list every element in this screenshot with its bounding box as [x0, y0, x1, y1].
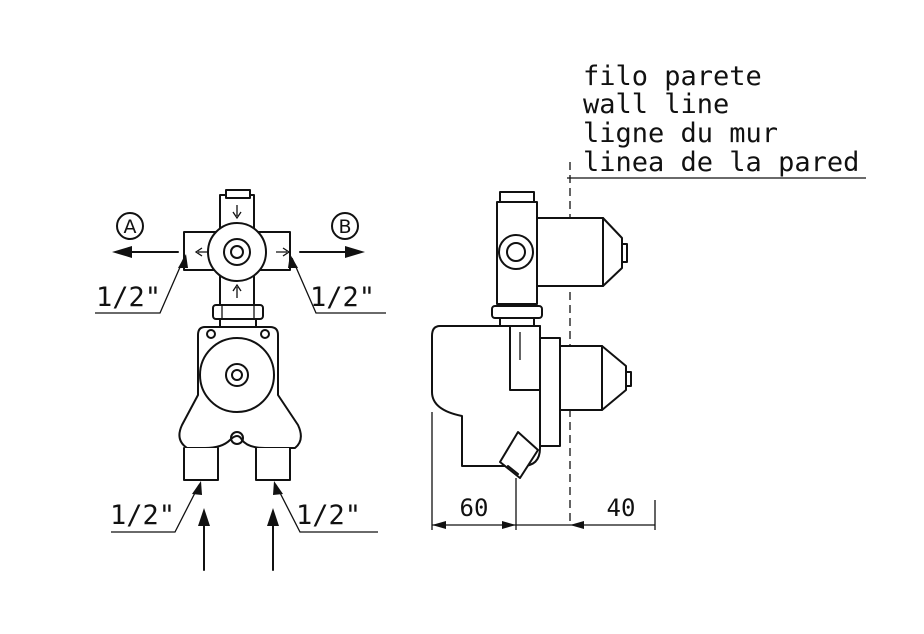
- coupling-nut: [212, 304, 264, 328]
- coupling-nut-side: [491, 305, 543, 327]
- wall-label-it: filo parete: [583, 61, 762, 92]
- mixer-body: [178, 326, 302, 481]
- dim-40-label: 40: [607, 494, 636, 522]
- outlet-size-leaders: 1/2" 1/2": [95, 254, 386, 314]
- inlet-size-leaders: 1/2" 1/2": [110, 481, 378, 571]
- front-view: A B 1/2" 1/2": [95, 189, 386, 571]
- wall-label-es: linea de la pared: [583, 147, 859, 178]
- outlet-right-size: 1/2": [310, 282, 375, 313]
- outlet-a-label: A: [124, 216, 137, 238]
- side-view: 60 40 filo parete wall line ligne du mur…: [431, 61, 866, 530]
- outlet-b-arrow: B: [299, 212, 365, 258]
- outlet-a-arrow: A: [112, 212, 179, 258]
- wall-label: filo parete wall line ligne du mur linea…: [583, 61, 859, 178]
- outlet-b-label: B: [338, 216, 351, 238]
- wall-label-fr: ligne du mur: [583, 118, 778, 149]
- inlet-right-size: 1/2": [296, 500, 361, 531]
- diverter-side: [496, 191, 628, 305]
- dimensions: 60 40: [431, 412, 656, 530]
- outlet-left-size: 1/2": [96, 282, 161, 313]
- inlet-left-size: 1/2": [110, 500, 175, 531]
- mixer-side: [431, 325, 632, 479]
- outlet-b-marker: [331, 212, 359, 240]
- outlet-a-marker: [116, 212, 144, 240]
- diverter-body: [183, 189, 291, 306]
- dim-60-label: 60: [460, 494, 489, 522]
- wall-label-en: wall line: [583, 89, 729, 120]
